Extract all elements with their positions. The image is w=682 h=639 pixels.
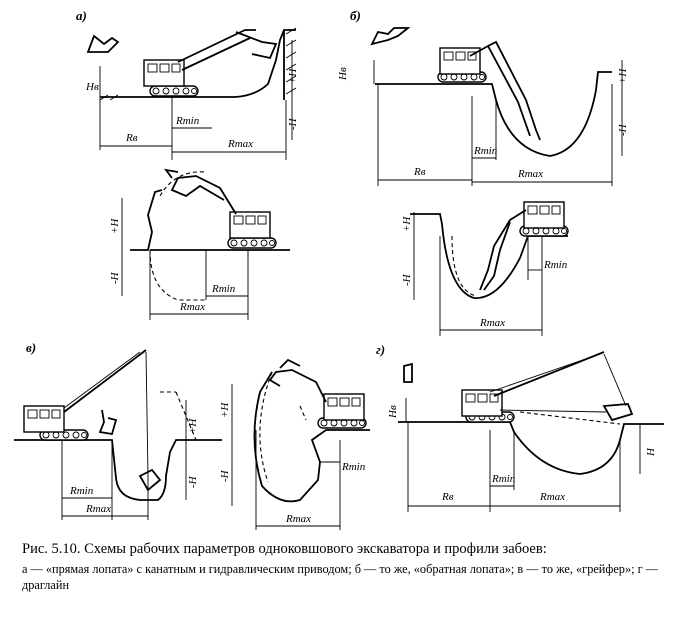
excavator-parameters-diagram: а) Hв +H -H Rв Rmin bbox=[14, 8, 664, 530]
figure-caption: Рис. 5.10. Схемы рабочих параметров одно… bbox=[22, 541, 672, 593]
dim-plus-h: +H bbox=[287, 68, 299, 84]
dim-plus-h: +H bbox=[219, 402, 231, 418]
face-wall bbox=[130, 189, 163, 251]
dragline-bucket bbox=[602, 403, 634, 422]
dim-rmin: Rmin bbox=[491, 473, 516, 485]
panel-letter: в) bbox=[26, 340, 36, 355]
face-profile bbox=[100, 29, 296, 98]
dim-h: H bbox=[645, 447, 657, 457]
bucket-icon bbox=[370, 27, 411, 46]
panel-letter: б) bbox=[350, 8, 361, 23]
excavator bbox=[23, 349, 162, 492]
dim-rmin: Rmin bbox=[69, 485, 94, 497]
dim-rmax: Rmax bbox=[539, 491, 565, 503]
dim-hv: Hв bbox=[337, 67, 349, 81]
excavator bbox=[268, 358, 367, 429]
dim-rmax: Rmax bbox=[179, 301, 205, 313]
dim-minus-h: -H bbox=[219, 469, 231, 482]
panel-a: а) Hв +H -H Rв Rmin bbox=[76, 8, 299, 160]
panel-a2: +H -H Rmin Rmax bbox=[109, 168, 290, 320]
panel-letter: г) bbox=[376, 342, 385, 357]
dim-minus-h: -H bbox=[187, 475, 199, 488]
panel-b: б) Hв +H -H Rв Rmin Rmax bbox=[337, 8, 629, 186]
excavator bbox=[163, 168, 277, 249]
dim-minus-h: -H bbox=[617, 123, 629, 136]
panel-v: в) +H -H Rmin Rmax bbox=[14, 340, 222, 520]
ground-hatching bbox=[99, 27, 297, 101]
dim-minus-h: -H bbox=[109, 271, 121, 284]
dim-rv: Rв bbox=[413, 166, 426, 178]
trench-profile bbox=[375, 71, 612, 157]
dim-rmax: Rmax bbox=[285, 513, 311, 525]
excavator bbox=[143, 29, 278, 97]
dim-rmax: Rmax bbox=[85, 503, 111, 515]
panel-letter: а) bbox=[76, 8, 87, 23]
dim-rmax: Rmax bbox=[227, 138, 253, 150]
dim-hv: Hв bbox=[387, 405, 399, 419]
dim-rmin: Rmin bbox=[543, 259, 568, 271]
dim-rv: Rв bbox=[125, 132, 138, 144]
panel-v2: +H -H Rmin Rmax bbox=[219, 358, 370, 530]
dim-plus-h: +H bbox=[187, 418, 199, 434]
dim-rmin: Rmin bbox=[175, 115, 200, 127]
bucket-icon bbox=[403, 362, 413, 383]
dim-plus-h: +H bbox=[109, 218, 121, 234]
dim-rmin: Rmin bbox=[341, 461, 366, 473]
dim-rmin: Rmin bbox=[211, 283, 236, 295]
panel-b2: +H -H Rmin Rmax bbox=[401, 201, 569, 336]
pit-profile bbox=[253, 371, 370, 503]
excavation-profile bbox=[398, 421, 664, 475]
excavator bbox=[479, 201, 569, 291]
caption-title: Рис. 5.10. Схемы рабочих параметров одно… bbox=[22, 541, 547, 557]
dim-minus-h: -H bbox=[401, 273, 413, 286]
excavator bbox=[461, 351, 634, 423]
dim-rmin: Rmin bbox=[473, 145, 498, 157]
grab-bucket bbox=[138, 468, 162, 492]
caption-legend: а — «прямая лопата» с канатным и гидравл… bbox=[22, 562, 659, 592]
dim-rmax: Rmax bbox=[517, 168, 543, 180]
dim-hv: Hв bbox=[85, 81, 99, 93]
trench-profile bbox=[410, 213, 568, 299]
dig-envelope bbox=[149, 249, 206, 301]
dim-rmax: Rmax bbox=[479, 317, 505, 329]
dim-plus-h: +H bbox=[401, 216, 413, 232]
dim-rv: Rв bbox=[441, 491, 454, 503]
excavator bbox=[437, 40, 541, 141]
panel-g: г) Hв H Rв Rmin Rmax bbox=[376, 342, 664, 512]
dim-minus-h: -H bbox=[287, 117, 299, 130]
pit-profile bbox=[14, 439, 222, 501]
bucket-icon bbox=[86, 34, 120, 53]
dim-plus-h: +H bbox=[617, 68, 629, 84]
grab-bucket bbox=[98, 409, 118, 436]
